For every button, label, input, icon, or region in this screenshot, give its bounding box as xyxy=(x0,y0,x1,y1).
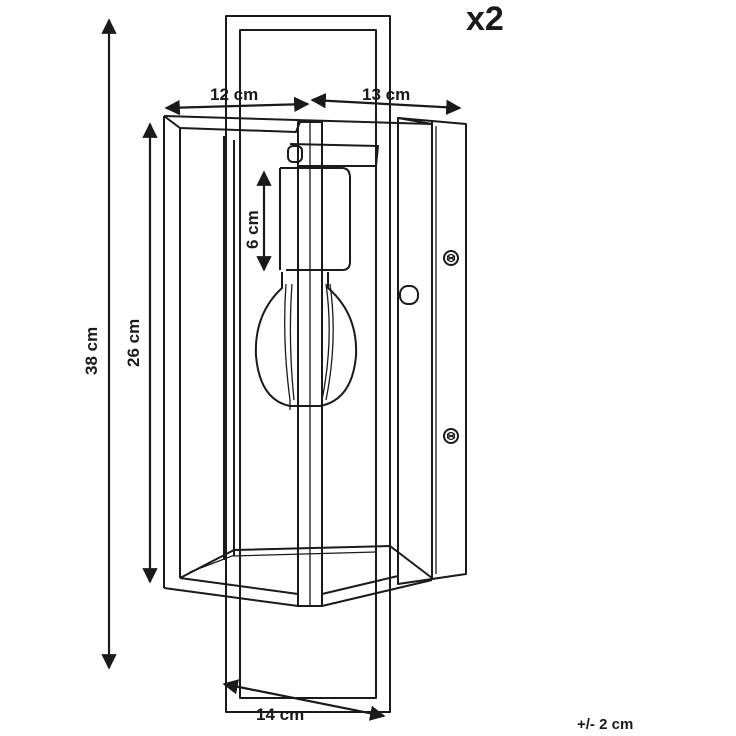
bottom-width-label: 14 cm xyxy=(256,705,304,724)
dimension-width-top xyxy=(310,93,462,115)
tolerance-label: +/- 2 cm xyxy=(577,716,633,733)
depth-top-label: 12 cm xyxy=(210,85,258,104)
lamp-socket xyxy=(279,143,379,271)
cage-frame xyxy=(163,115,433,607)
total-height-label: 38 cm xyxy=(82,327,101,375)
inner-height-label: 26 cm xyxy=(124,319,143,367)
dimension-depth-top xyxy=(164,96,310,116)
socket-height-label: 6 cm xyxy=(243,210,262,249)
screw-icon xyxy=(443,428,459,444)
quantity-label: x2 xyxy=(466,0,504,38)
screw-icon xyxy=(443,250,459,266)
width-top-label: 13 cm xyxy=(362,85,410,104)
connector-knob xyxy=(399,285,419,305)
light-bulb-icon xyxy=(254,272,358,410)
wall-mount-plate xyxy=(397,117,467,585)
dimension-bottom-width xyxy=(222,679,386,721)
